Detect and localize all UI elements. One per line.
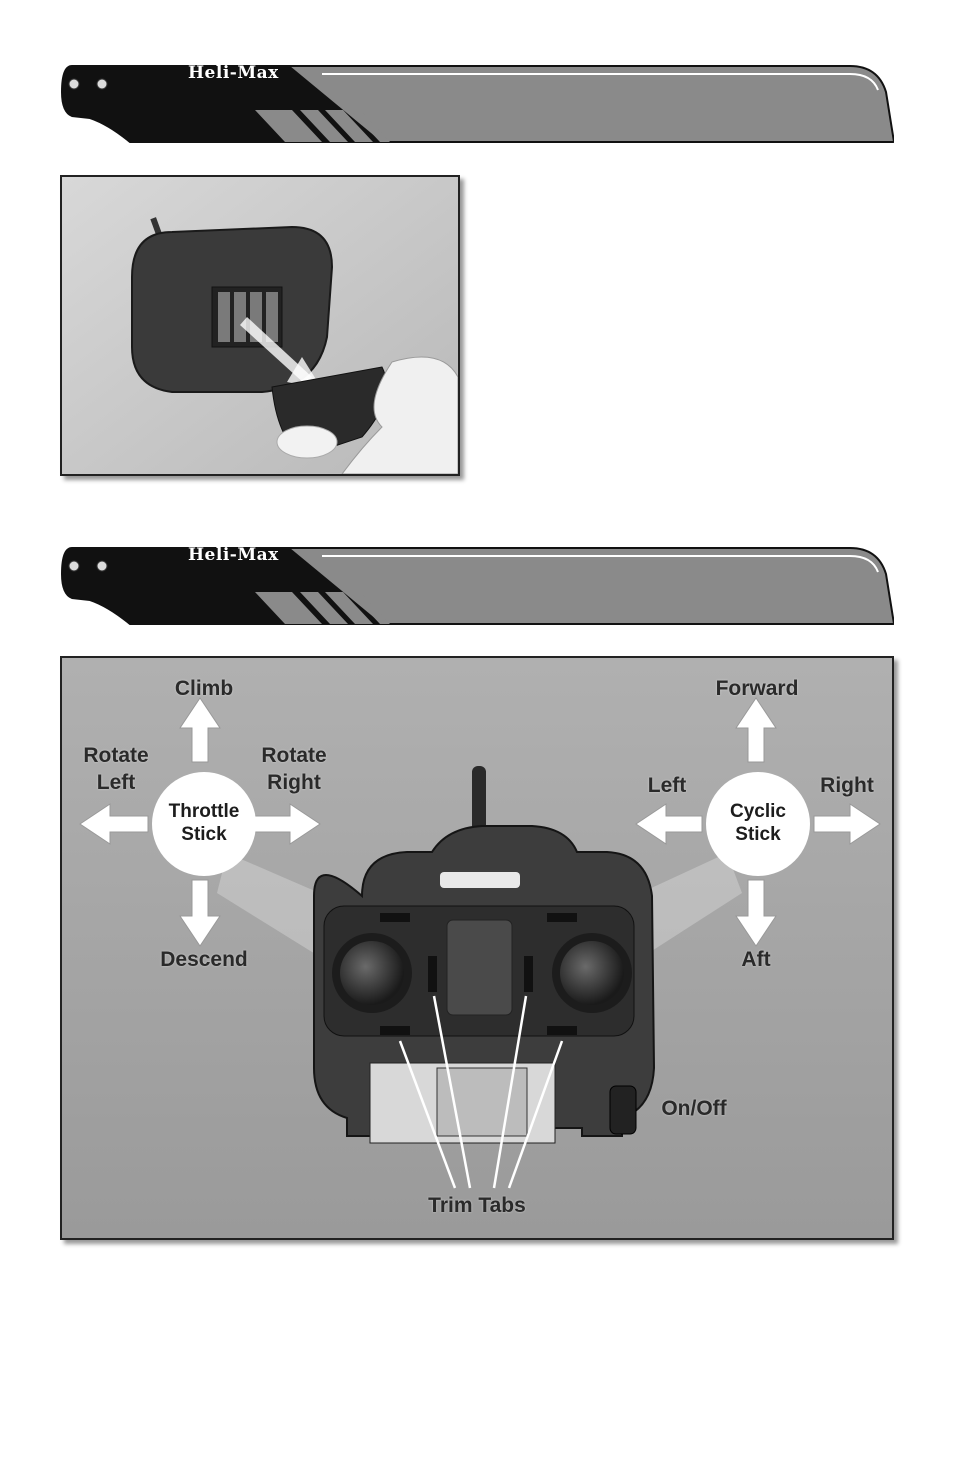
aft-label: Aft bbox=[716, 946, 796, 973]
heli-max-logo: Heli-Max bbox=[188, 63, 279, 83]
left-label: Left bbox=[636, 772, 698, 799]
rotor-blade-banner-bottom: Heli-Max bbox=[60, 544, 894, 626]
on-off-label: On/Off bbox=[656, 1095, 732, 1122]
trim-tabs-label: Trim Tabs bbox=[417, 1192, 537, 1219]
battery-install-photo bbox=[60, 175, 460, 476]
heli-max-logo: Heli-Max bbox=[188, 545, 279, 565]
forward-label: Forward bbox=[692, 675, 822, 702]
climb-label: Climb bbox=[154, 675, 254, 702]
cyclic-stick-label: Cyclic Stick bbox=[706, 800, 810, 846]
right-label: Right bbox=[812, 772, 882, 799]
throttle-stick-label: Throttle Stick bbox=[152, 800, 256, 846]
rotate-left-label: Rotate Left bbox=[74, 742, 158, 796]
power-switch bbox=[610, 1086, 636, 1134]
transmitter-controls-diagram: Throttle Stick Cyclic Stick Climb Descen… bbox=[60, 656, 894, 1240]
descend-label: Descend bbox=[144, 946, 264, 973]
rotate-right-label: Rotate Right bbox=[252, 742, 336, 796]
rotor-blade-banner-top: Heli-Max bbox=[60, 62, 894, 144]
